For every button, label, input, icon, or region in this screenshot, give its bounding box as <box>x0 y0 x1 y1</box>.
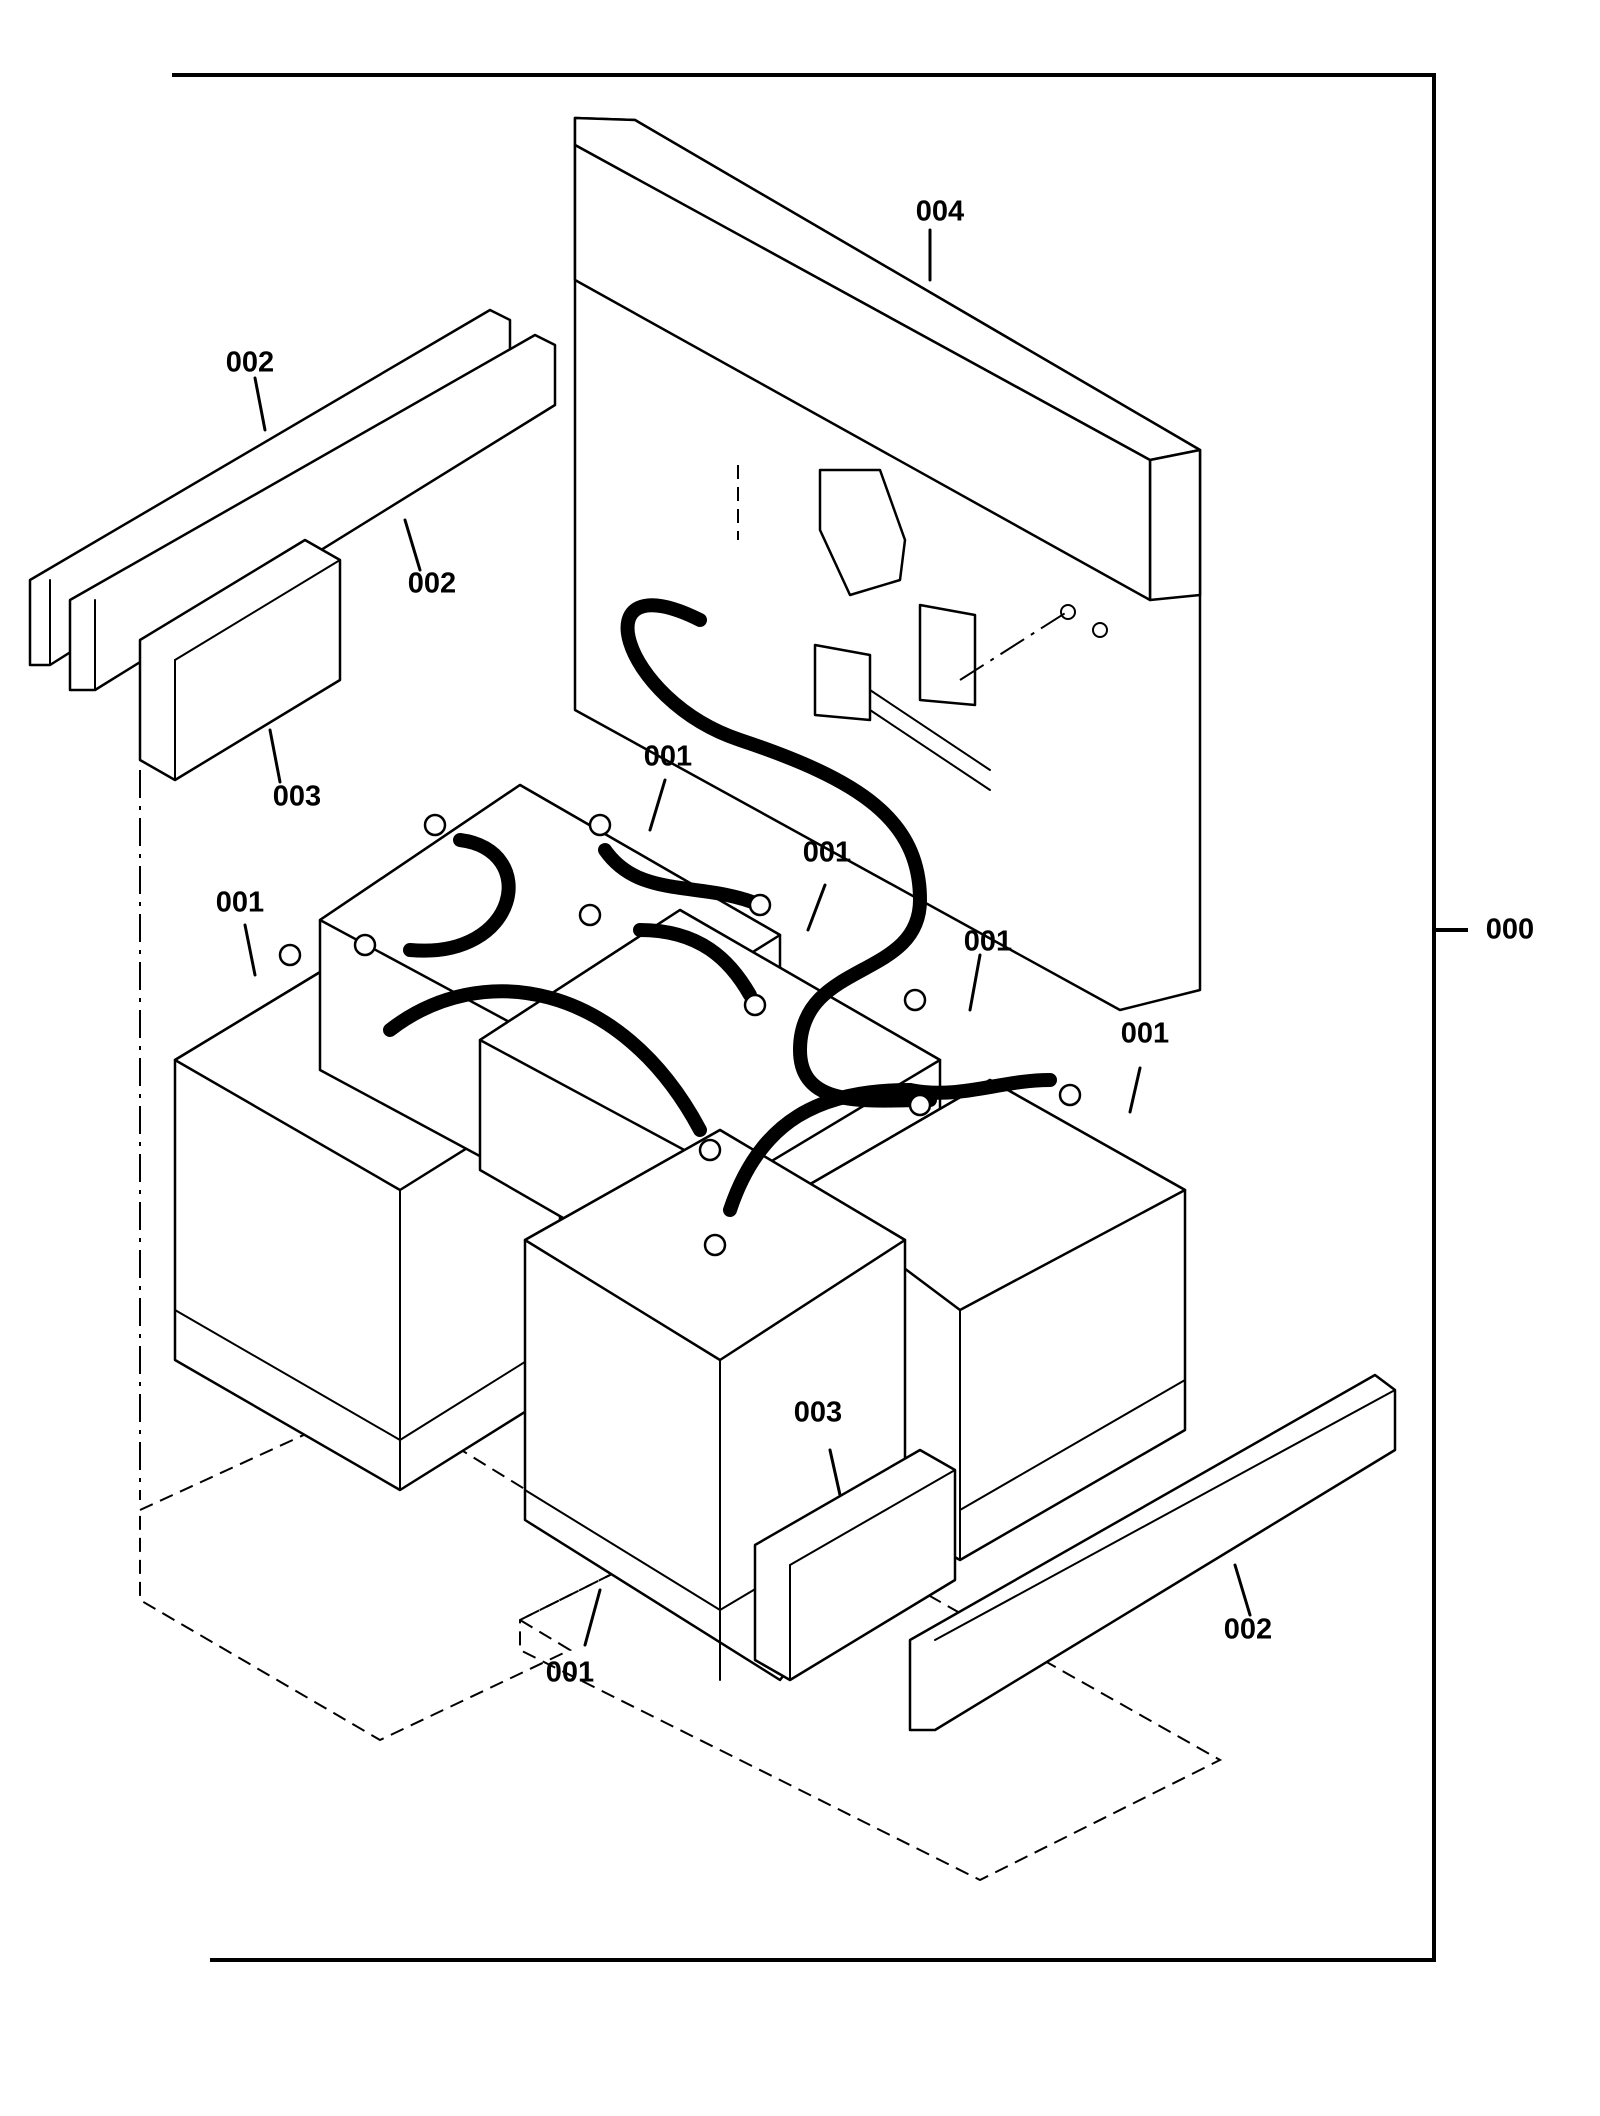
callout-panel-004: 004 <box>915 195 965 228</box>
spacer-bar-002-front <box>908 1373 1397 1732</box>
callout-block-003-upper: 003 <box>272 780 322 813</box>
spacer-block-003-upper <box>138 538 342 782</box>
spacer-block-003-lower <box>753 1448 957 1682</box>
battery-cables <box>383 598 1057 1217</box>
spacer-bars-002 <box>28 308 557 692</box>
callout-battery-001-b: 001 <box>802 836 852 869</box>
callout-battery-001-a: 001 <box>643 740 693 773</box>
callout-spacer-002-front: 002 <box>1223 1613 1273 1646</box>
callout-spacer-002-top: 002 <box>225 346 275 379</box>
callout-battery-001-d: 001 <box>963 925 1013 958</box>
callout-leader-arrows <box>243 228 1252 1647</box>
callout-spacer-002-mid: 002 <box>407 567 457 600</box>
rear-panel-004 <box>573 116 1202 1012</box>
assembly-frame-bracket <box>172 73 1468 1962</box>
callout-assembly-000: 000 <box>1485 913 1535 946</box>
callout-block-003-lower: 003 <box>793 1396 843 1429</box>
callout-battery-001-f: 001 <box>545 1656 595 1689</box>
battery-terminals <box>278 813 1082 1257</box>
callout-battery-001-c: 001 <box>215 886 265 919</box>
callout-battery-001-e: 001 <box>1120 1017 1170 1050</box>
